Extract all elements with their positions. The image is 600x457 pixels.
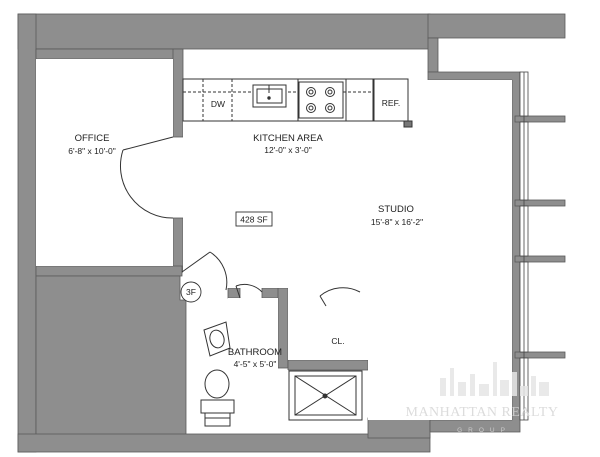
toilet-bowl xyxy=(204,369,230,399)
toilet-tank xyxy=(200,399,235,414)
wall-bath-shower-top xyxy=(287,359,369,371)
wall-right-lower xyxy=(367,417,431,439)
entry-door-swing xyxy=(209,251,228,291)
bathroom-name: BATHROOM xyxy=(228,347,282,358)
refrigerator xyxy=(373,78,413,128)
studio-name: STUDIO xyxy=(378,204,414,215)
watermark-sub: GROUP xyxy=(457,427,511,434)
wall-bottom xyxy=(17,433,431,453)
dishwasher-label: DW xyxy=(211,99,225,109)
wall-pier-2 xyxy=(514,199,566,207)
wall-office-right-lower xyxy=(172,217,184,273)
closet-door-swing xyxy=(319,287,361,297)
wall-office-right-upper xyxy=(172,48,184,138)
wall-pier-3 xyxy=(514,255,566,263)
bathroom-fixtures xyxy=(200,321,363,427)
office-door-leaf xyxy=(122,136,174,151)
kitchen-name: KITCHEN AREA xyxy=(253,133,323,144)
unit-circle xyxy=(180,281,202,303)
watermark-main: MANHATTAN REALTY xyxy=(406,405,559,420)
office-dims: 6'-8" x 10'-0" xyxy=(68,146,116,156)
closet-door-leaf xyxy=(319,295,327,307)
studio-fill-bottom2 xyxy=(368,360,428,420)
studio-fill-right xyxy=(428,80,512,420)
refrigerator-label: REF. xyxy=(382,98,400,108)
closet-label: CL. xyxy=(331,336,344,346)
wall-left xyxy=(17,13,37,453)
wall-office-bottom xyxy=(35,265,183,277)
bath-door-swing xyxy=(235,283,263,293)
wall-top xyxy=(17,13,431,50)
office-door-swing xyxy=(119,149,174,219)
studio-dims: 15'-8" x 16'-2" xyxy=(371,217,423,227)
windows xyxy=(519,71,529,421)
wall-lower-left xyxy=(35,275,187,445)
kitchen-sink xyxy=(252,84,287,108)
bathroom-dims: 4'-5" x 5'-0" xyxy=(234,359,277,369)
wall-right-upper xyxy=(427,37,439,73)
stove xyxy=(298,81,344,119)
doors xyxy=(119,136,361,307)
closet-fill xyxy=(326,306,362,360)
bath-door-leaf xyxy=(235,285,241,299)
office-name: OFFICE xyxy=(75,133,110,144)
wall-pier-1 xyxy=(514,115,566,123)
unit-label: 3F xyxy=(186,287,196,297)
area-label: 428 SF xyxy=(240,215,267,225)
wall-pier-4 xyxy=(514,351,566,359)
kitchen-dims: 12'-0" x 3'-0" xyxy=(264,145,312,155)
skyline-logo xyxy=(440,362,549,396)
wall-top-right xyxy=(427,13,566,39)
watermark: MANHATTAN REALTY GROUP xyxy=(406,362,559,434)
wall-office-top xyxy=(35,48,183,60)
entry-door-leaf xyxy=(181,251,211,273)
office-fill xyxy=(36,59,173,266)
area-label-box xyxy=(235,211,273,227)
